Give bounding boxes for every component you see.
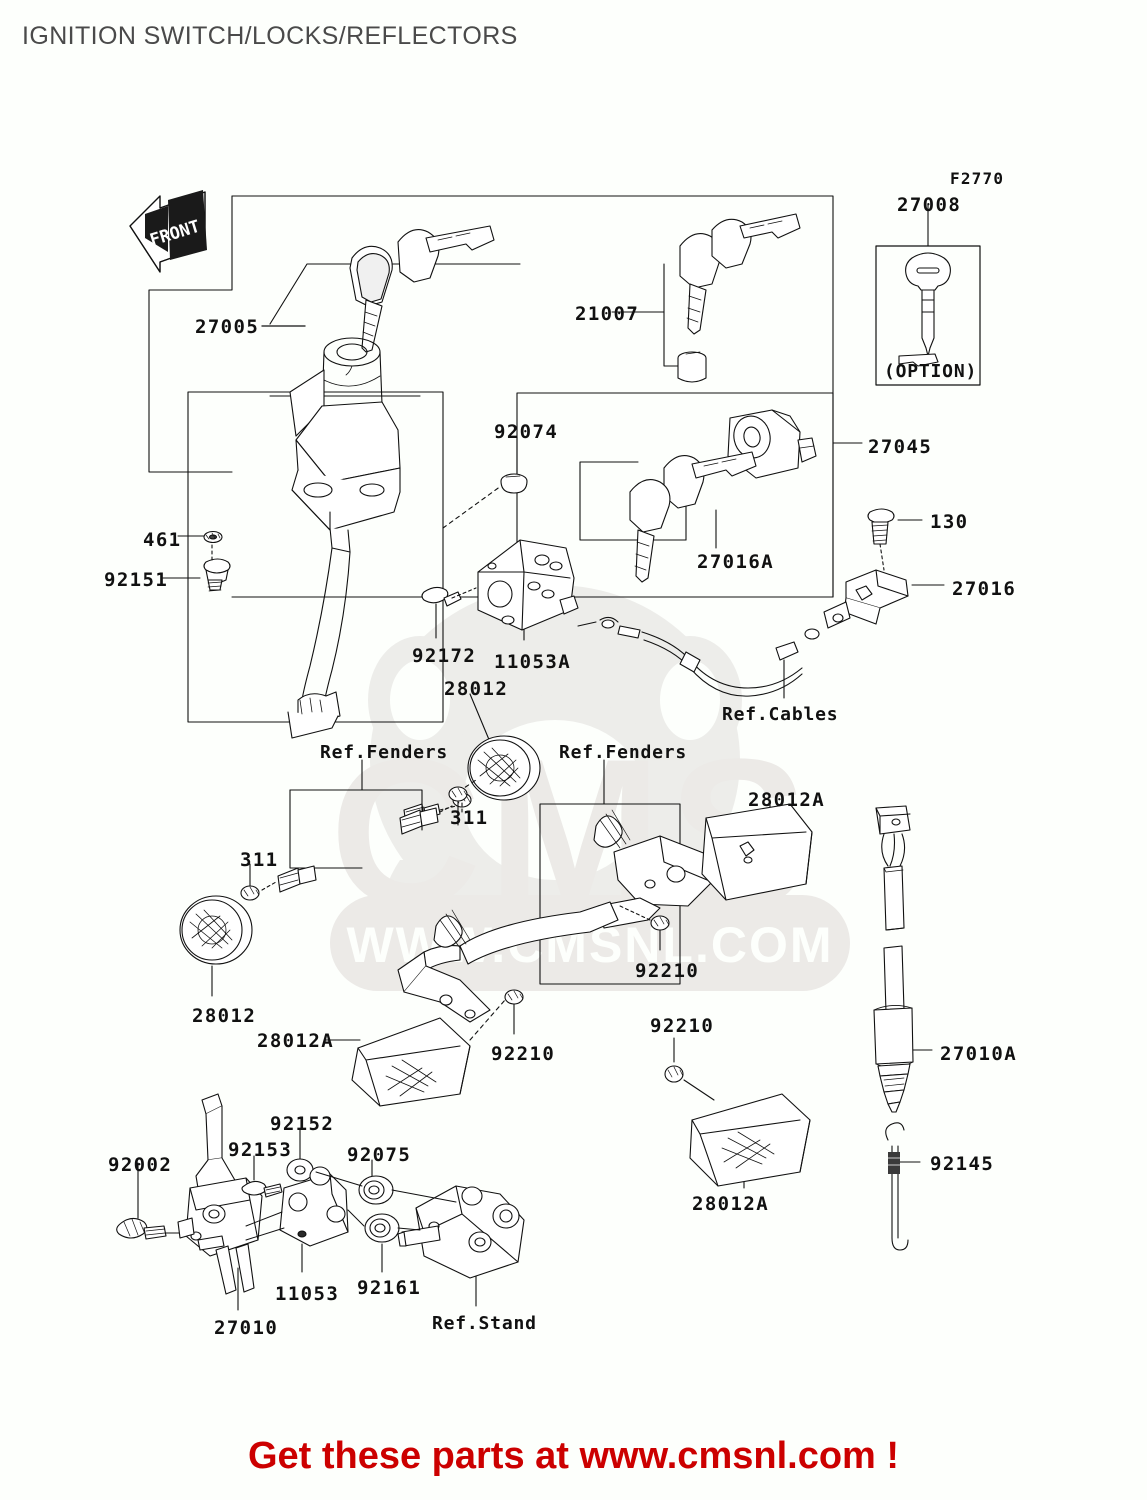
reflector-28012A-bottomright bbox=[664, 1037, 811, 1189]
footer-promo: Get these parts at www.cmsnl.com ! bbox=[247, 1435, 900, 1477]
reflector-28012A-left bbox=[325, 989, 524, 1107]
ref-cables bbox=[577, 616, 820, 699]
label-part-92075: 92075 bbox=[347, 1144, 412, 1166]
label-part-27045: 27045 bbox=[868, 436, 933, 458]
label-part-27005: 27005 bbox=[195, 316, 260, 338]
label-part-92153: 92153 bbox=[228, 1139, 293, 1161]
option-key-27008 bbox=[898, 204, 951, 367]
key-set-21007 bbox=[611, 213, 801, 383]
lock-holder-27016 bbox=[823, 569, 945, 629]
label-option: (OPTION) bbox=[884, 361, 978, 382]
bracket-11053 bbox=[279, 1166, 349, 1273]
label-part-27016: 27016 bbox=[952, 578, 1017, 600]
front-arrow-icon: FRONT bbox=[129, 190, 207, 273]
label-part-130: 130 bbox=[930, 511, 969, 533]
label-part-92172: 92172 bbox=[412, 645, 477, 667]
label-part-92151: 92151 bbox=[104, 569, 169, 591]
bolt-92153 bbox=[241, 1155, 283, 1198]
label-part-11053A: 11053A bbox=[494, 651, 572, 673]
damper-92161 bbox=[364, 1213, 400, 1273]
cap-92074 bbox=[442, 436, 528, 529]
side-stand-27010 bbox=[177, 1093, 263, 1311]
label-ref-cables: Ref.Cables bbox=[722, 704, 839, 725]
label-part-311-m: 311 bbox=[450, 807, 489, 829]
seat-lock-27045 bbox=[579, 409, 863, 583]
bolt-130 bbox=[867, 508, 923, 571]
reflector-28012A-right bbox=[701, 799, 813, 901]
label-part-461: 461 bbox=[143, 529, 182, 551]
label-part-27010: 27010 bbox=[214, 1317, 279, 1339]
label-part-28012A-b: 28012A bbox=[257, 1030, 335, 1052]
label-part-311-l: 311 bbox=[240, 849, 279, 871]
label-part-92210-b: 92210 bbox=[650, 1015, 715, 1037]
label-part-92074: 92074 bbox=[494, 421, 559, 443]
bolt-92172 bbox=[421, 586, 477, 639]
label-part-27010A: 27010A bbox=[940, 1043, 1018, 1065]
ignition-switch-27005 bbox=[261, 225, 521, 739]
label-part-92145: 92145 bbox=[930, 1153, 995, 1175]
washer-461 bbox=[177, 530, 223, 544]
label-part-92002: 92002 bbox=[108, 1154, 173, 1176]
damper-92075 bbox=[358, 1159, 394, 1205]
label-ref-fenders-1: Ref.Fenders bbox=[320, 742, 449, 763]
label-part-27008: 27008 bbox=[897, 194, 962, 216]
bolt-92151 bbox=[162, 544, 231, 592]
label-part-28012A-c: 28012A bbox=[692, 1193, 770, 1215]
reflector-28012-bottom bbox=[179, 895, 253, 997]
side-stand-switch-27010A bbox=[873, 805, 933, 1113]
label-part-28012-b: 28012 bbox=[192, 1005, 257, 1027]
bracket-11053A bbox=[477, 539, 579, 641]
stud-311-left bbox=[240, 863, 317, 901]
ref-stand-part bbox=[397, 1185, 525, 1307]
stud-311-mid bbox=[399, 786, 468, 835]
label-part-92210-m: 92210 bbox=[635, 960, 700, 982]
label-part-28012-t: 28012 bbox=[444, 678, 509, 700]
label-diagram-code: F2770 bbox=[950, 169, 1005, 188]
stand-bracket-center bbox=[397, 809, 713, 1023]
label-part-28012A-r: 28012A bbox=[748, 789, 826, 811]
page-title: IGNITION SWITCH/LOCKS/REFLECTORS bbox=[22, 22, 518, 50]
washer-92152 bbox=[286, 1129, 314, 1182]
label-ref-fenders-2: Ref.Fenders bbox=[559, 742, 688, 763]
label-part-21007: 21007 bbox=[575, 303, 640, 325]
label-ref-stand: Ref.Stand bbox=[432, 1313, 537, 1334]
label-part-27016A: 27016A bbox=[697, 551, 775, 573]
label-part-11053: 11053 bbox=[275, 1283, 340, 1305]
spring-92145 bbox=[885, 1122, 921, 1251]
label-part-92210-c: 92210 bbox=[491, 1043, 556, 1065]
label-part-92152: 92152 bbox=[270, 1113, 335, 1135]
label-part-92161: 92161 bbox=[357, 1277, 422, 1299]
